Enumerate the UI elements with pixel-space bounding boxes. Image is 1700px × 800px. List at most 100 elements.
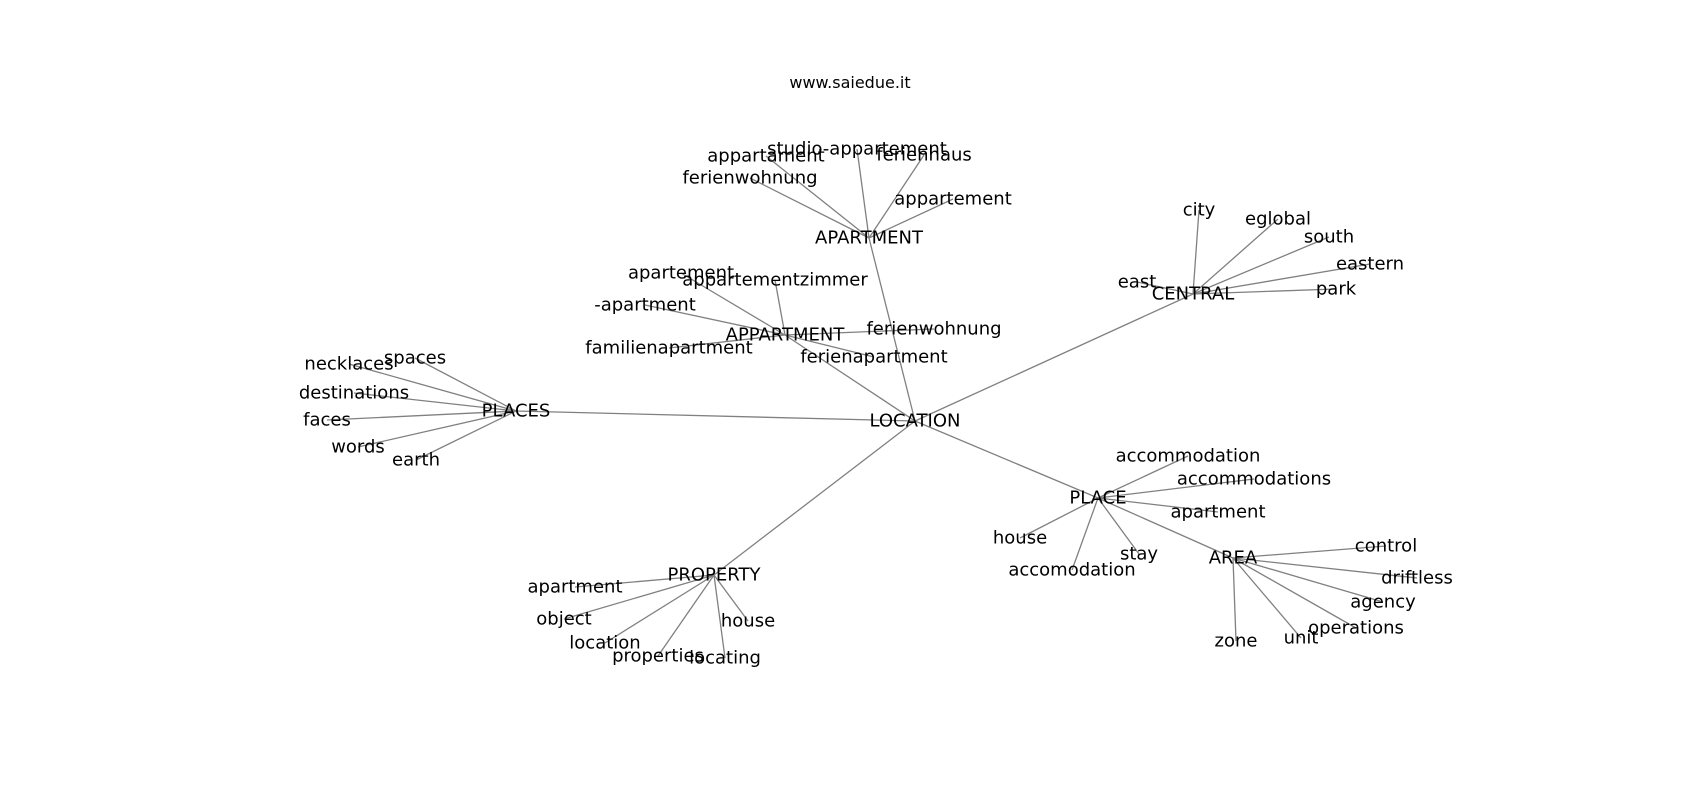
node-ar-operations: operations [1308,618,1404,639]
node-apartment: APARTMENT [815,228,924,249]
node-app-apartement: apartement [628,263,734,284]
edge-location-appartment [784,334,916,422]
edge-apartment-ap_ferienhaus [868,154,925,239]
node-pr-apartment: apartment [527,577,622,598]
graph-nodes: LOCATION APARTMENT APPARTMENT CENTRAL PLACES… [299,139,1453,669]
node-ap-appartament: appartament [707,146,824,167]
node-pr-properties: properties [612,646,704,667]
edge-central-c_eastern [1192,263,1371,295]
edge-property-pr_properties [657,574,715,657]
edge-appartment-app_apartement [680,272,786,336]
edge-appartment-app_ferienwohnung [784,328,935,336]
node-place: PLACE [1069,488,1126,509]
edge-area-ar_operations [1232,557,1357,629]
node-app-familien: familienapartment [585,338,752,359]
edge-apartment-ap_ferienwohnung [749,177,870,239]
node-pr-locating: locating [689,648,761,669]
edge-apartment-ap_appartement [868,198,954,239]
node-ar-agency: agency [1350,592,1416,613]
edge-place-area [1097,497,1234,559]
edge-area-ar_zone [1232,557,1237,642]
edge-property-pr_location [604,574,715,644]
node-c-east: east [1118,272,1157,293]
edge-appartment-app_zimmer [774,279,786,336]
edge-area-ar_unit [1232,557,1302,639]
edge-area-ar_agency [1232,557,1384,603]
node-pl-apartment: apartment [1170,502,1265,523]
node-places: PLACES [482,401,551,422]
node-pr-house: house [721,611,775,632]
node-ar-driftless: driftless [1381,568,1453,589]
edge-property-pr_locating [713,574,726,659]
node-c-south: south [1304,227,1354,248]
edge-location-apartment [868,237,916,422]
node-p-earth: earth [392,450,440,471]
node-c-eglobal: eglobal [1245,209,1311,230]
edge-place-pl_accommodation [1097,455,1189,499]
edge-apartment-ap_appartament [765,155,870,239]
edge-places-p_necklaces [348,363,517,412]
node-p-necklaces: necklaces [304,354,393,375]
edge-area-ar_driftless [1232,557,1418,579]
node-pl-house: house [993,528,1047,549]
edge-appartment-app_ferienapartment [784,334,875,358]
node-ap-ferienwohnung: ferienwohnung [682,168,817,189]
node-c-city: city [1183,200,1216,221]
node-pl-stay: stay [1120,544,1158,565]
node-app-ferienwohnung: ferienwohnung [866,319,1001,340]
edge-place-pl_accomodation [1071,497,1099,571]
edge-location-central [914,293,1194,422]
node-pr-location: location [569,633,640,654]
edge-apartment-ap_studio [856,148,870,239]
node-p-spaces: spaces [384,348,446,369]
edge-places-p_earth [415,410,517,461]
edge-central-c_eglobal [1192,218,1279,295]
node-pl-accomodation: accomodation [1008,560,1135,581]
node-appartment: APPARTMENT [726,325,846,346]
edge-appartment-app_familien [668,334,786,349]
edge-central-c_park [1192,288,1337,295]
node-ar-unit: unit [1284,628,1319,649]
node-c-eastern: eastern [1336,254,1404,275]
node-property: PROPERTY [668,565,762,586]
node-pl-accommodation: accommodation [1116,446,1261,467]
edge-places-p_spaces [414,357,517,412]
site-title: www.saiedue.it [789,73,910,92]
edge-location-place [914,420,1099,499]
node-p-words: words [331,437,385,458]
edge-places-p_destinations [353,392,517,412]
node-pl-accommodations: accommodations [1177,469,1331,490]
edge-property-pr_house [713,574,749,622]
node-c-park: park [1316,279,1357,300]
node-area: AREA [1209,548,1258,569]
node-p-destinations: destinations [299,383,409,404]
node-app-zimmer: appartementzimmer [682,270,868,291]
node-ar-zone: zone [1215,631,1258,652]
edge-property-pr_object [563,574,715,620]
edge-property-pr_apartment [574,574,715,588]
node-location: LOCATION [870,411,961,432]
edge-places-p_faces [326,410,517,421]
edge-place-pl_stay [1097,497,1140,555]
edge-place-pl_house [1019,497,1099,539]
edge-location-places [515,410,916,422]
edge-central-c_south [1192,236,1330,295]
node-ar-control: control [1355,536,1417,557]
edge-area-ar_control [1232,545,1387,559]
graph-edges [326,148,1418,659]
edge-place-pl_apartment [1097,497,1219,513]
node-central: CENTRAL [1152,284,1235,305]
node-ap-studio: studio-appartement [767,139,947,160]
node-ap-ferienhaus: ferienhaus [876,145,972,166]
node-pr-object: object [536,609,591,630]
node-p-faces: faces [303,410,351,431]
edge-places-p_words [357,410,517,448]
node-app-dash: -apartment [594,295,696,316]
edge-central-c_city [1192,209,1200,295]
node-app-ferienapartment: ferienapartment [800,347,947,368]
edge-central-c_east [1136,281,1194,295]
node-ap-appartement: appartement [894,189,1012,210]
edge-place-pl_accommodations [1097,478,1255,499]
edge-appartment-app_dash [644,304,786,336]
